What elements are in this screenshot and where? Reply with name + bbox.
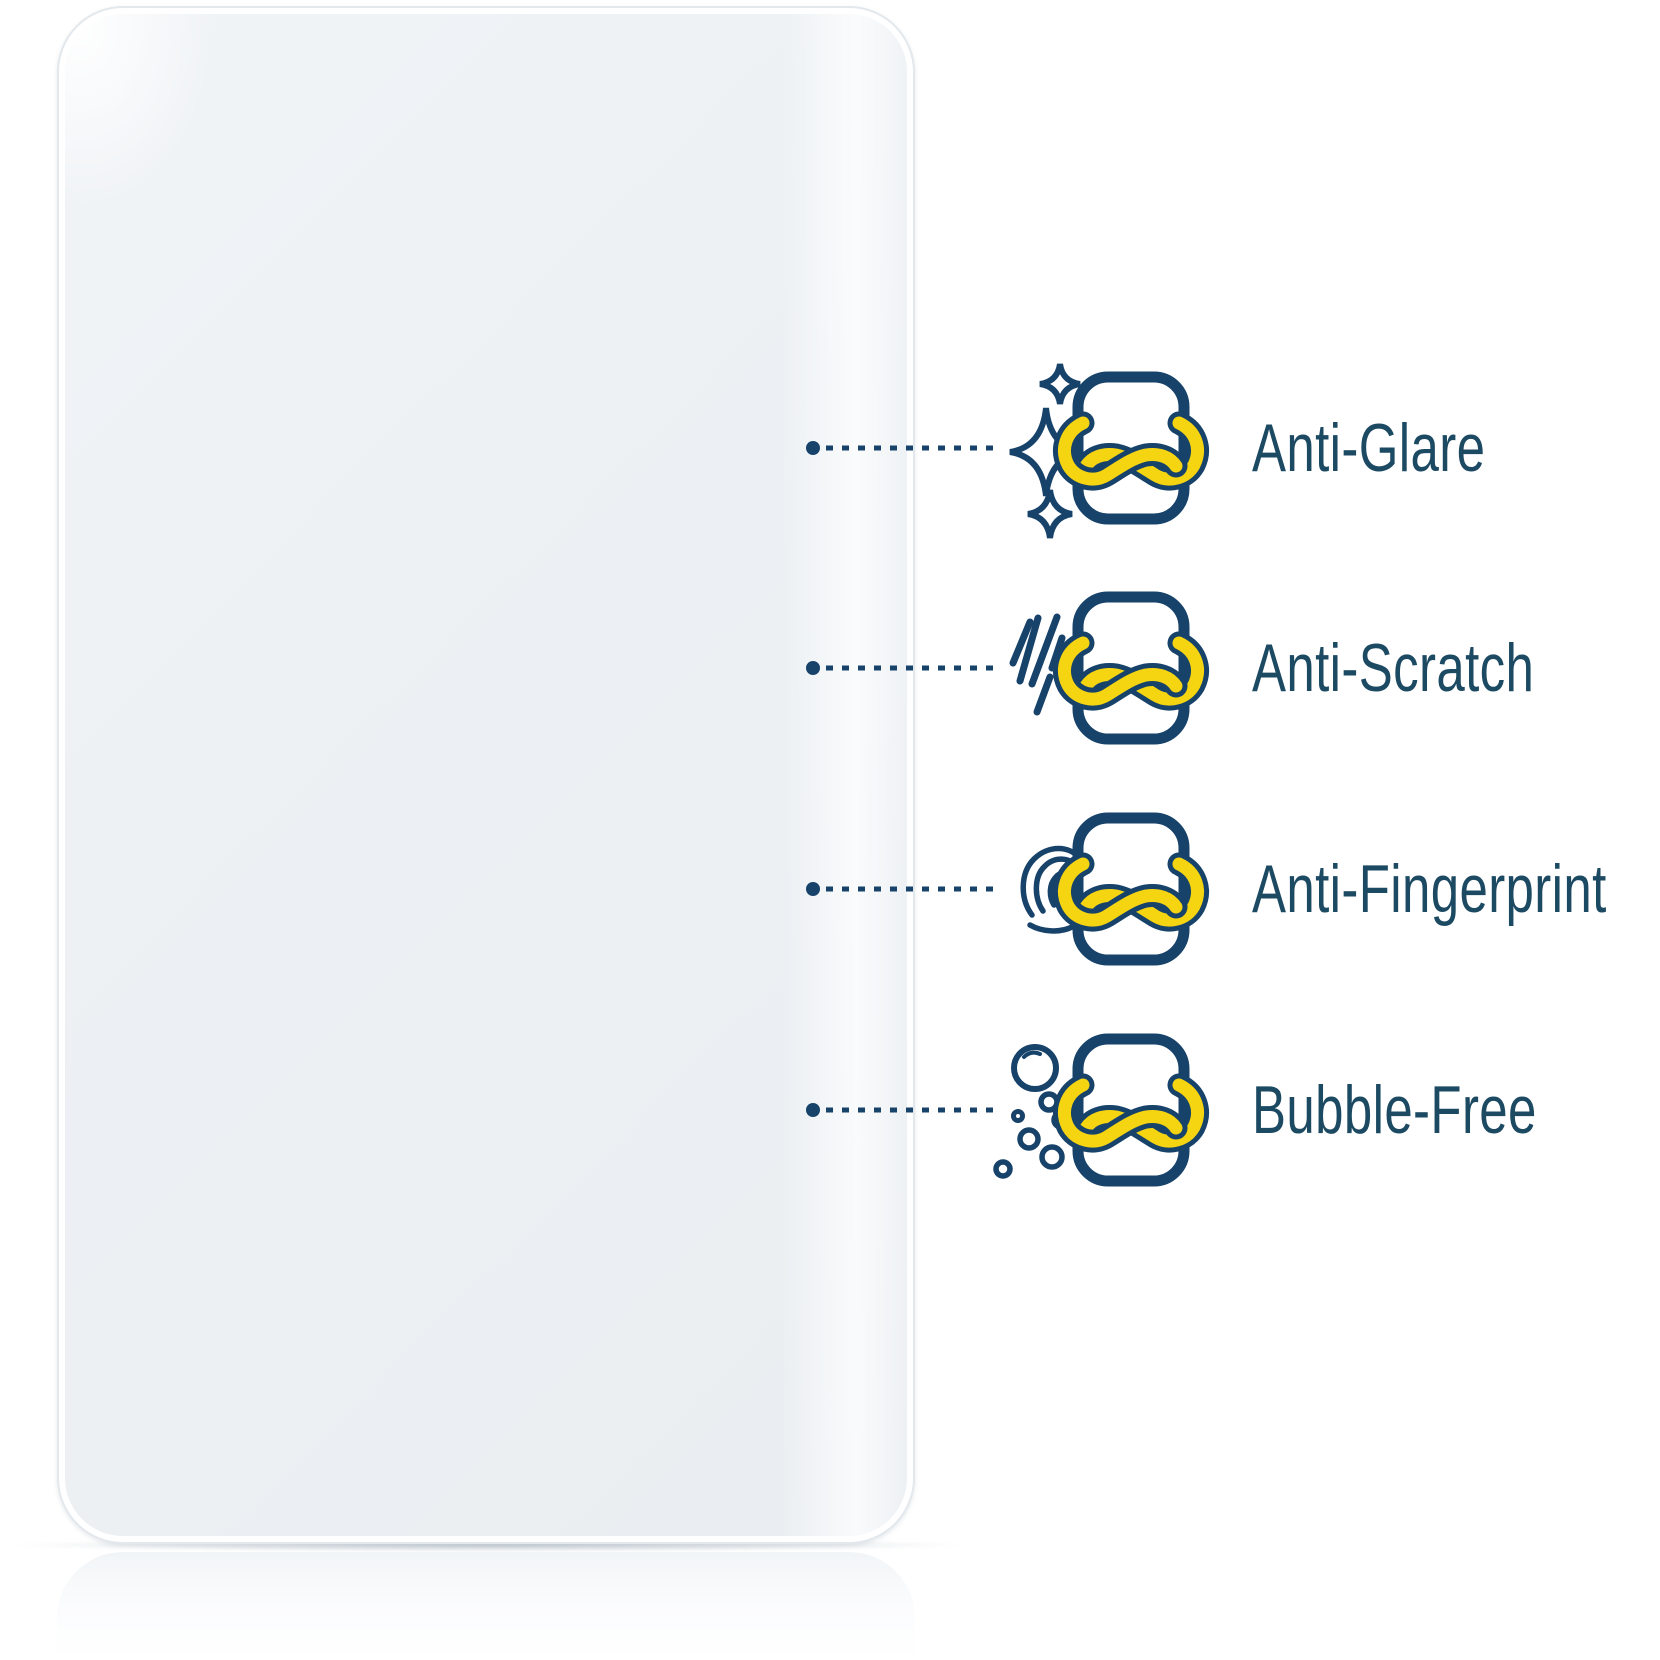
leader-line xyxy=(826,445,994,451)
leader-line xyxy=(826,1107,994,1113)
feature-row-anti-glare: Anti-Glare xyxy=(0,363,1660,539)
feature-label: Anti-Scratch xyxy=(1252,630,1535,706)
film-reflection xyxy=(57,1552,915,1660)
feature-row-anti-scratch: Anti-Scratch xyxy=(0,588,1660,748)
leader-line xyxy=(826,886,994,892)
feature-row-bubble-free: Bubble-Free xyxy=(0,1030,1660,1190)
feature-row-anti-fingerprint: Anti-Fingerprint xyxy=(0,809,1660,969)
film-surface xyxy=(65,14,907,1536)
scratch-lines-icon xyxy=(1009,613,1066,716)
callout-dot xyxy=(806,1103,820,1117)
callout-dot xyxy=(806,661,820,675)
leader-line xyxy=(826,665,994,671)
screen-protector-film xyxy=(57,6,915,1544)
callout-dot xyxy=(806,441,820,455)
sparkles-icon xyxy=(1009,363,1083,539)
feature-label: Bubble-Free xyxy=(1252,1072,1537,1148)
shield-arms-icon xyxy=(1056,814,1206,964)
shield-arms-icon xyxy=(1056,593,1206,743)
shield-arms-icon xyxy=(1056,1035,1206,1185)
shield-arms-icon xyxy=(1056,373,1206,523)
feature-label: Anti-Fingerprint xyxy=(1252,851,1607,927)
feature-label: Anti-Glare xyxy=(1252,410,1486,486)
callout-dot xyxy=(806,882,820,896)
